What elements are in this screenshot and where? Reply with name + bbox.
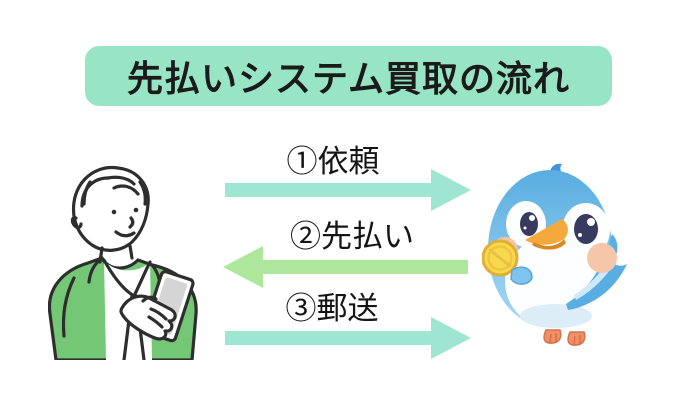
bird-beak [525,219,568,245]
coin-icon [482,239,519,277]
title-banner: 先払いシステム買取の流れ [85,46,612,106]
bird-mascot-illustration [482,163,627,346]
bird-feet [543,329,586,346]
flow-step-label: ①依頼 [286,144,380,179]
customer-illustration [48,165,198,360]
flow-step-label: ②先払い [290,219,414,254]
page-title: 先払いシステム買取の流れ [127,58,570,99]
flow-step-label: ③郵送 [285,291,379,326]
